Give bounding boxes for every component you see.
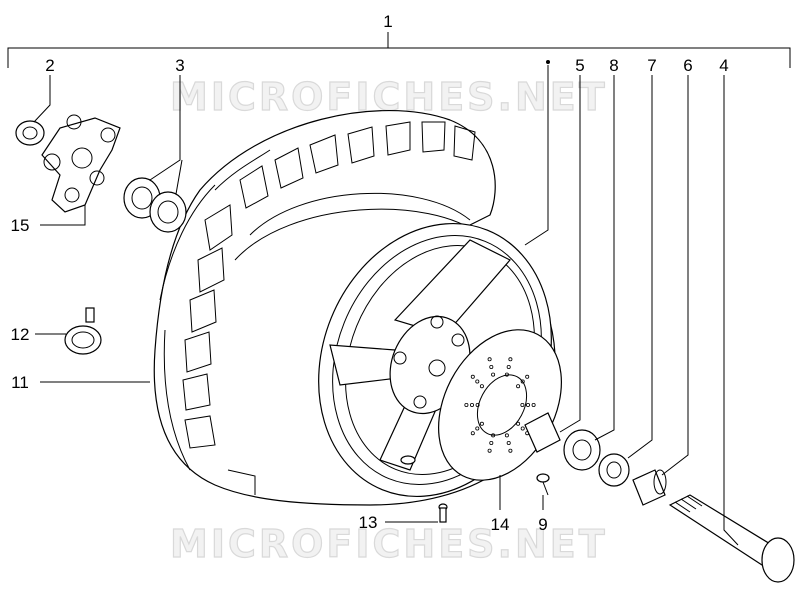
disc-hole — [504, 372, 509, 377]
assembly-bracket — [7, 32, 791, 68]
disc-hole — [526, 402, 531, 407]
bearing-pair — [123, 177, 187, 233]
wheel-axle — [668, 494, 795, 583]
callout-7: 7 — [647, 56, 656, 75]
callout-11: 11 — [11, 373, 29, 392]
disc-hole — [491, 372, 496, 377]
disc-hole — [508, 448, 513, 453]
disc-screw — [536, 473, 550, 496]
callout-labels: 1 2 3 4 5 6 7 8 9 11 12 13 14 15 — [11, 12, 729, 534]
speedometer-clamp — [64, 307, 102, 355]
callout-13: 13 — [359, 513, 378, 532]
disc-hole — [506, 364, 511, 369]
disc-hole — [506, 440, 511, 445]
callout-15: 15 — [11, 216, 30, 235]
disc-hole — [504, 433, 509, 438]
callout-2: 2 — [45, 56, 54, 75]
seal-ring — [598, 453, 630, 487]
axle-spacer — [632, 469, 667, 506]
bearing-right — [563, 429, 601, 471]
hub-flange — [41, 114, 121, 213]
watermark-bottom: MICROFICHES.NET — [170, 522, 608, 566]
disc-hole — [491, 433, 496, 438]
disc-hole — [479, 421, 484, 426]
watermark-top: MICROFICHES.NET — [170, 75, 608, 119]
callout-9: 9 — [538, 515, 547, 534]
valve — [438, 503, 448, 523]
disc-hole — [475, 426, 480, 431]
leader-lines — [33, 65, 739, 546]
disc-hole — [475, 402, 480, 407]
callout-6: 6 — [683, 56, 692, 75]
callout-5: 5 — [575, 56, 584, 75]
disc-hole — [531, 402, 536, 407]
callout-dot — [546, 60, 550, 64]
callout-12: 12 — [11, 325, 30, 344]
disc-hole — [525, 374, 530, 379]
disc-hole — [489, 364, 494, 369]
disc-hole — [475, 379, 480, 384]
callout-4: 4 — [719, 56, 728, 75]
callout-1: 1 — [383, 12, 392, 31]
disc-hole — [516, 421, 521, 426]
disc-hole — [470, 431, 475, 436]
callout-14: 14 — [491, 515, 510, 534]
disc-hole — [487, 357, 492, 362]
disc-hole — [489, 440, 494, 445]
disc-hole — [487, 448, 492, 453]
disc-hole — [520, 379, 525, 384]
disc-hole — [479, 384, 484, 389]
disc-hole — [516, 384, 521, 389]
callout-8: 8 — [609, 56, 618, 75]
disc-hole — [464, 402, 469, 407]
disc-hole — [508, 357, 513, 362]
spacer-nut — [15, 120, 45, 146]
disc-hole — [469, 402, 474, 407]
disc-hole — [520, 402, 525, 407]
spacer-bushing — [524, 412, 561, 453]
disc-hole — [520, 426, 525, 431]
disc-hole — [470, 374, 475, 379]
callout-3: 3 — [175, 56, 184, 75]
